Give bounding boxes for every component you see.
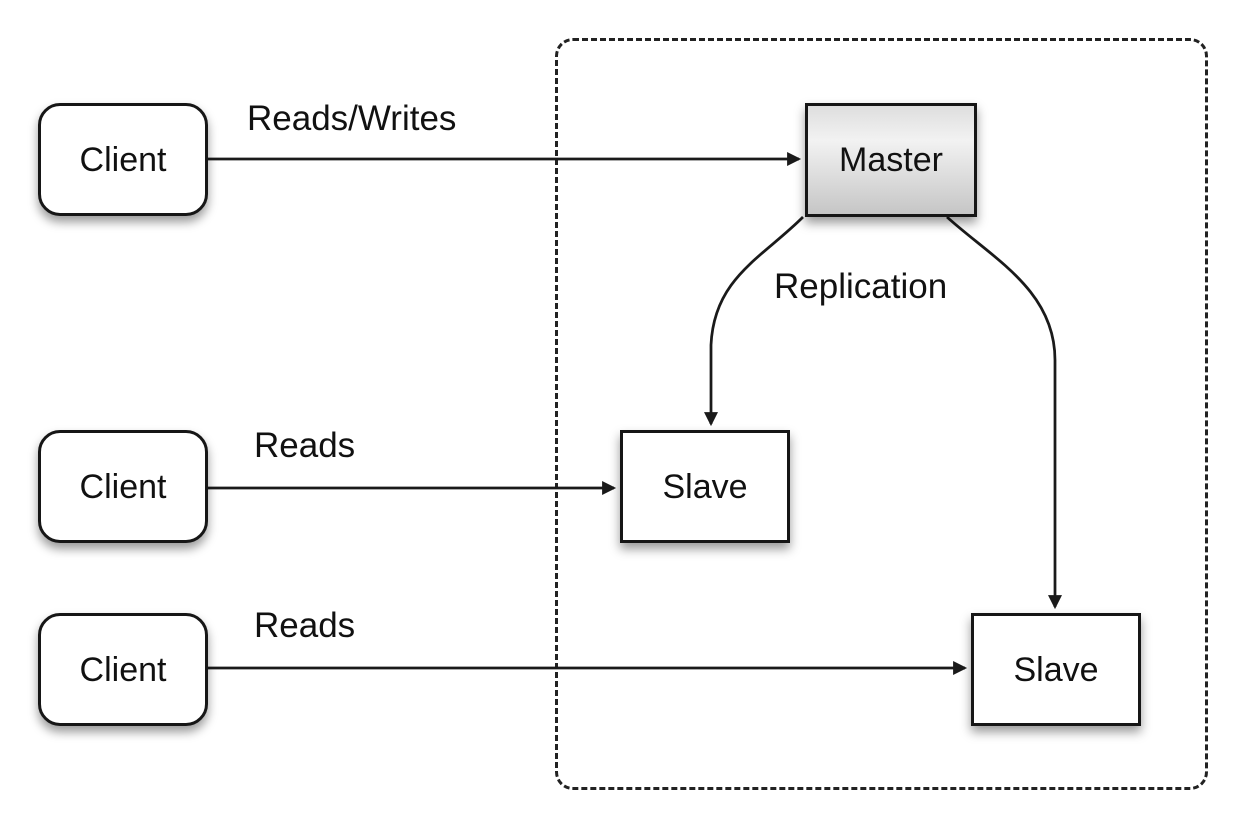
arrow-master-to-slave2 [946,215,1062,610]
client-node-1-label: Client [79,140,167,179]
edge-label-reads-mid: Reads [254,426,356,465]
master-node: Master [805,103,977,217]
slave-node-1: Slave [620,430,790,543]
edge-label-replication: Replication [774,267,948,306]
master-node-label: Master [839,141,943,179]
arrow-master-to-slave1 [704,216,804,427]
replication-boundary-box [555,38,1208,790]
slave-node-1-label: Slave [662,467,748,506]
slave-node-2-label: Slave [1013,650,1099,689]
client-node-3-label: Client [79,650,167,689]
client-node-2: Client [38,430,208,543]
slave-node-2: Slave [971,613,1141,726]
edge-label-reads-bottom: Reads [254,606,356,645]
edge-label-reads-writes: Reads/Writes [247,99,457,138]
client-node-3: Client [38,613,208,726]
client-node-1: Client [38,103,208,216]
client-node-2-label: Client [79,467,167,506]
